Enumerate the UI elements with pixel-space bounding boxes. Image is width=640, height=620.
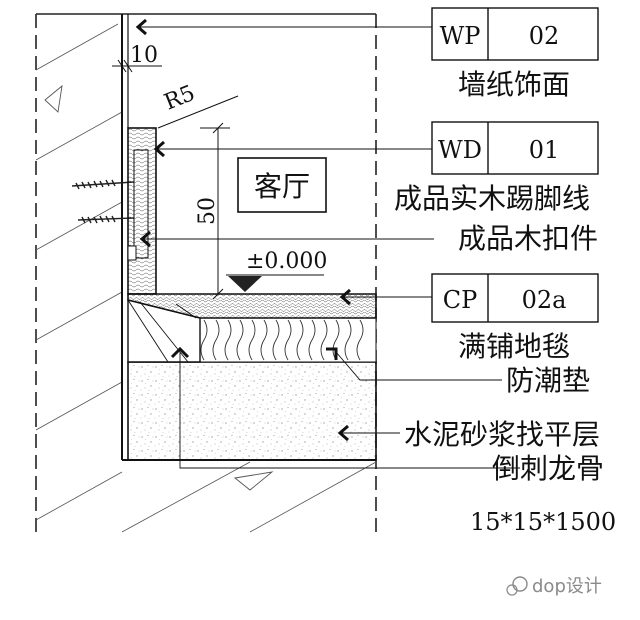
pad-waves <box>200 319 364 361</box>
screw-icon <box>71 179 135 224</box>
wall-triangle-mark <box>44 84 63 113</box>
tag-wp: WP 02 <box>431 7 599 61</box>
screed-layer <box>127 361 377 461</box>
tag-code: WP <box>440 22 481 50</box>
skirting-board <box>127 127 157 295</box>
dim-10: 10 <box>130 43 158 68</box>
keel-label: 倒刺龙骨 <box>492 452 604 485</box>
carpet-layer <box>127 293 377 319</box>
wall-hatch <box>35 23 377 533</box>
tag-code: CP <box>443 286 478 314</box>
keel-size-label: 15*15*1500 <box>470 508 616 536</box>
wood-clip-label: 成品木扣件 <box>458 222 598 255</box>
chevron-arrow-icon <box>135 18 351 442</box>
dim-50: 50 <box>195 197 220 225</box>
tag-code: WD <box>438 136 482 164</box>
level-triangle-icon <box>228 276 262 292</box>
tag-label: 成品实木踢脚线 <box>394 182 590 215</box>
watermark-text: dop设计 <box>532 576 602 597</box>
floor-triangle-mark <box>233 471 274 491</box>
tag-wd: WD 01 <box>431 121 599 175</box>
tag-number: 02 <box>529 22 560 50</box>
tag-number: 02a <box>522 286 567 314</box>
tag-label: 满铺地毯 <box>458 330 570 363</box>
room-label-box <box>237 157 327 213</box>
dim-r5: R5 <box>161 81 199 116</box>
tag-cp: CP 02a <box>431 273 599 323</box>
carpet-fold <box>175 303 197 319</box>
level-value: ±0.000 <box>246 249 327 274</box>
dimension-marks <box>112 59 239 300</box>
room-label: 客厅 <box>254 170 310 203</box>
tag-label: 墙纸饰面 <box>458 68 570 101</box>
tag-number: 01 <box>529 136 560 164</box>
moisture-pad-label: 防潮垫 <box>506 364 590 397</box>
leader-lines <box>140 26 520 469</box>
screed-label: 水泥砂浆找平层 <box>404 418 600 451</box>
watermark: dop设计 <box>506 576 602 597</box>
